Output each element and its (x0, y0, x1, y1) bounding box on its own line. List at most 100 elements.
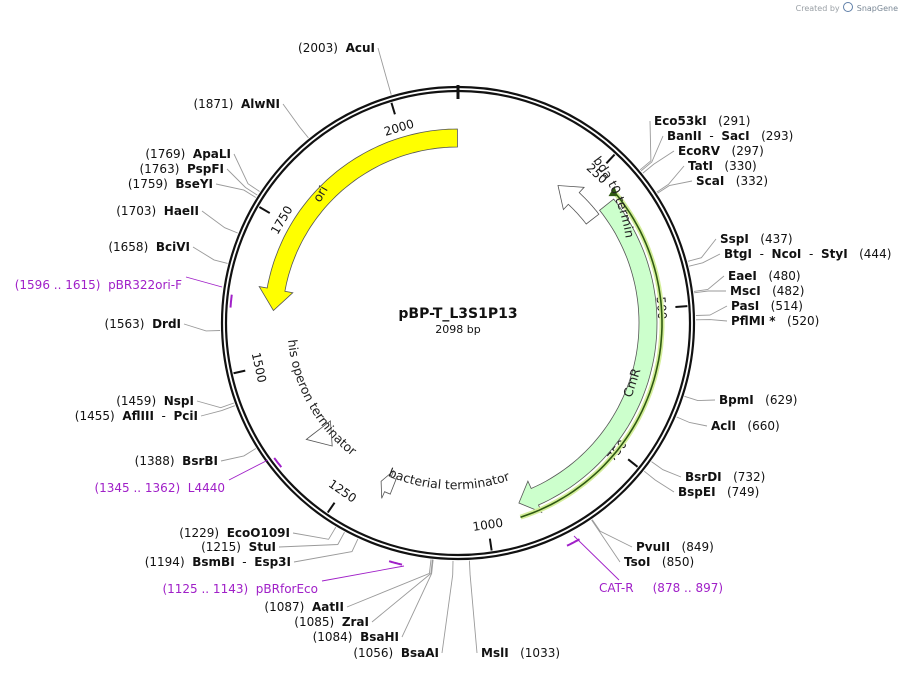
leader-bsrbi (220, 448, 257, 462)
site-label-bcivi: (1658) BciVI (108, 240, 190, 254)
tick-label-1250: 1250 (326, 477, 359, 506)
cmr-orf-line (520, 191, 663, 518)
leader-bsahi (401, 559, 434, 638)
primer-marks (185, 276, 620, 582)
leader-eco53ki (639, 120, 652, 171)
tick-2000 (390, 102, 396, 115)
plasmid-size: 2098 bp (435, 323, 480, 336)
cmr-orf-head-icon (608, 186, 618, 197)
primer-leader-cat-r (573, 535, 620, 581)
site-label-msli: MslI (1033) (481, 646, 560, 660)
site-label-sspi: SspI (437) (720, 232, 793, 246)
leader-btgi-ncoi-styi (688, 253, 721, 267)
site-label-bsrdi: BsrDI (732) (685, 470, 765, 484)
site-label-haeii: (1703) HaeII (116, 204, 199, 218)
tick-label-1500: 1500 (249, 351, 269, 384)
site-label-drdi: (1563) DrdI (105, 317, 181, 331)
tick-1750 (258, 206, 271, 214)
leader-afliii-pcii (200, 405, 235, 417)
his-terminator-arrow (305, 420, 333, 447)
site-label-pflmi: PflMI * (520) (731, 314, 819, 328)
site-label-bpmi: BpmI (629) (719, 393, 797, 407)
leader-apali (233, 153, 260, 192)
feature-arrows (258, 128, 665, 520)
leader-ecorv (642, 150, 675, 174)
cmr-arrow (518, 198, 658, 514)
leader-bsaai (441, 560, 454, 654)
site-label-pasi: PasI (514) (731, 299, 803, 313)
site-label-eaei: EaeI (480) (728, 269, 801, 283)
tick-1250 (326, 502, 336, 514)
primer-mark-pbrforeco (388, 560, 403, 566)
site-label-aatii: (1087) AatII (264, 600, 344, 614)
primer-leader-l4440 (228, 459, 269, 481)
site-label-msci: MscI (482) (730, 284, 804, 298)
primer-label-l4440: (1345 .. 1362) L4440 (94, 481, 225, 495)
leader-pspfi (226, 168, 258, 196)
site-label-ecorv: EcoRV (297) (678, 144, 764, 158)
lambda-terminator-arrow (557, 185, 600, 225)
leader-acui (377, 47, 392, 95)
leader-pasi (695, 305, 728, 316)
leader-drdi (183, 323, 221, 332)
leader-scai (657, 180, 693, 194)
leader-bsrdi (651, 461, 682, 478)
ori-arrow (258, 128, 458, 312)
tick-1000 (488, 538, 493, 551)
leader-bsmbi-esp3i (293, 538, 359, 563)
tick-500 (675, 305, 688, 309)
leader-msci (694, 290, 726, 294)
site-label-bsahi: (1084) BsaHI (313, 630, 399, 644)
leader-msli (468, 560, 478, 654)
site-label-alwni: (1871) AlwNI (193, 97, 280, 111)
primer-label-pbrforeco: (1125 .. 1143) pBRforEco (162, 582, 318, 596)
leader-sspi (687, 238, 717, 262)
site-label-scai: ScaI (332) (696, 174, 768, 188)
primer-mark-cat-r (566, 538, 581, 547)
site-label-bspei: BspEI (749) (678, 485, 759, 499)
leader-tsoi (591, 519, 621, 563)
leader-pflmi (695, 319, 728, 322)
leader-lines (183, 47, 728, 654)
leader-bspei (643, 470, 675, 493)
site-label-pspfi: (1763) PspFI (139, 162, 224, 176)
plasmid-name: pBP-T_L3S1P13 (398, 306, 517, 322)
site-label-ecoo109i: (1229) EcoO109I (179, 526, 290, 540)
site-label-acui: (2003) AcuI (298, 41, 375, 55)
snapgene-logo-icon (843, 2, 854, 12)
primer-label-cat-r: CAT-R (878 .. 897) (599, 581, 723, 595)
primer-label-pbr322ori-f: (1596 .. 1615) pBR322ori-F (15, 278, 182, 292)
site-label-bsrbi: (1388) BsrBI (135, 454, 218, 468)
credit-brand: SnapGene (856, 4, 898, 13)
primer-leader-pbrforeco (321, 565, 405, 582)
leader-tati (656, 165, 685, 193)
primer-labels: (1596 .. 1615) pBR322ori-F (1345 .. 1362)… (15, 278, 723, 596)
site-label-tati: TatI (330) (688, 159, 757, 173)
site-label-pvuii: PvuII (849) (636, 540, 714, 554)
site-label-banii-saci: BanII - SacI (293) (667, 129, 793, 143)
site-label-stui: (1215) StuI (201, 540, 276, 554)
site-label-afliii-pcii: (1455) AflIII - PciI (75, 409, 198, 423)
bacterial-terminator-arrow (380, 470, 397, 499)
leader-nspi (196, 400, 235, 409)
leader-stui (278, 531, 345, 548)
site-label-eco53ki: Eco53kI (291) (654, 114, 750, 128)
leader-alwni (282, 103, 309, 139)
tick-750 (627, 458, 639, 468)
primer-leader-pbr322ori-f (185, 276, 223, 288)
tick-label-1000: 1000 (472, 516, 504, 534)
snapgene-credit: Created by SnapGene (796, 2, 898, 13)
tick-250 (605, 153, 616, 164)
leader-aatii (346, 559, 432, 608)
site-label-nspi: (1459) NspI (116, 394, 194, 408)
site-label-btgi-ncoi-styi: BtgI - NcoI - StyI (444) (724, 247, 891, 261)
site-label-zrai: (1085) ZraI (294, 615, 369, 629)
feature-label-ori: ori (310, 183, 331, 205)
leader-bpmi (684, 395, 716, 402)
site-label-bsmbi-esp3i: (1194) BsmBI - Esp3I (145, 555, 291, 569)
site-label-tsoi: TsoI (850) (624, 555, 694, 569)
restriction-site-labels: (2003) AcuI(1871) AlwNI(1769) ApaLI(1763… (75, 41, 892, 660)
feature-label-bacterial-terminator: bacterial terminator (387, 465, 512, 493)
site-label-acli: AclI (660) (711, 419, 780, 433)
